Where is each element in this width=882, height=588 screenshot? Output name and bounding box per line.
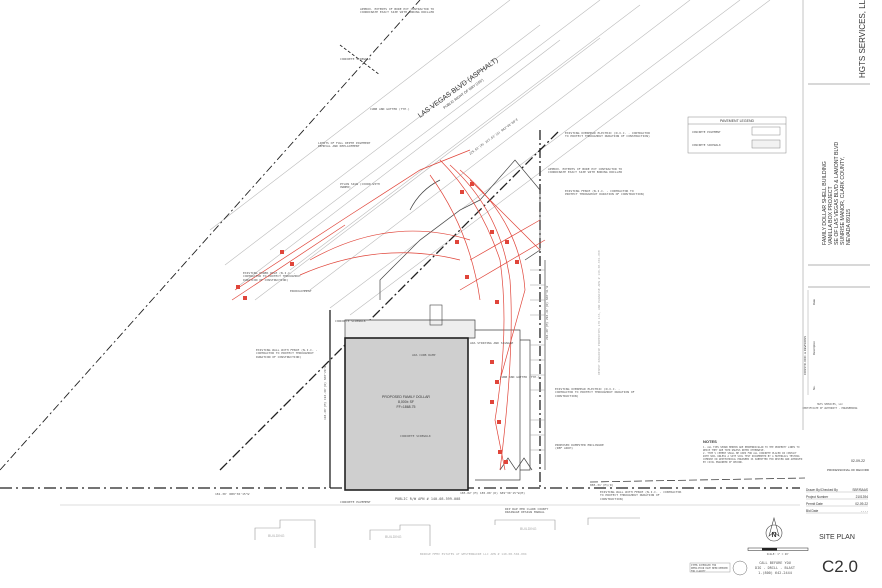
project-line-2: VANILLA BOX PROJECT xyxy=(828,185,834,245)
legend-title: PAVEMENT LEGEND xyxy=(720,119,755,123)
callout-overhead-electric-1: EXISTING OVERHEAD ELECTRIC (N.I.C. - CON… xyxy=(565,132,650,139)
rev-col-date: Date xyxy=(812,299,816,305)
north-arrow: N xyxy=(765,516,783,542)
certificate-line-1: HGTS SERVICES, LLC xyxy=(817,403,843,406)
callout-overhead-electric-2: EXISTING OVERHEAD ELECTRIC (N.I.C. - CON… xyxy=(555,388,635,398)
pavement-legend: PAVEMENT LEGEND CONCRETE PAVEMENT CONCRE… xyxy=(687,116,787,154)
callout-fence: EXISTING FENCE (N.I.C. - CONTRACTOR TO P… xyxy=(565,190,645,197)
title-block: HGTS SERVICES, LLC. FAMILY DOLLAR SHELL … xyxy=(803,0,870,576)
callout-dumpster: PROPOSED DUMPSTER ENCLOSURE (REF ARCH) xyxy=(555,444,604,451)
sheet-title: SITE PLAN xyxy=(819,534,855,541)
callout-ada-ramp: ADA CURB RAMP xyxy=(412,353,436,357)
info-value-project: 2101394 xyxy=(856,495,869,499)
sheet-number: C2.0 xyxy=(822,557,858,576)
adjacent-south: BRIDGE MFMV ESTATES AT WESTERNAIRE LLC A… xyxy=(420,552,527,556)
info-label-bid: Bid Date xyxy=(806,509,818,513)
callout-pylon: PYLON SIGN (COORD WITH OWNER) xyxy=(340,183,380,190)
project-info-table: Drawn By/Checked By SBF/BAAS Project Num… xyxy=(806,488,869,514)
north-arrow-icon xyxy=(768,516,780,537)
callout-curb-gutter-top: CURB AND GUTTER (TYP.) xyxy=(370,107,410,111)
legend-item-concrete-pavement: CONCRETE PAVEMENT xyxy=(692,130,721,134)
ada-ramp xyxy=(429,304,443,326)
street-label-group: LAS VEGAS BLVD (ASPHALT) PUBLIC RIGHT OF… xyxy=(417,57,500,120)
callout-curb-gutter: CURB AND GUTTER (TYP.) xyxy=(500,375,540,379)
dig-notice: CALL BEFORE YOU DIG - DRILL - BLAST 1-(8… xyxy=(689,560,796,576)
callout-wall-fence: EXISTING WALL WITH FENCE (N.I.C. - CONTR… xyxy=(256,349,318,359)
building-ext-label-2: BUILDING xyxy=(385,535,402,539)
dist-sw: 181.30' N89°30'15"W xyxy=(215,492,250,496)
building-label-2: 8,000± SF xyxy=(398,400,414,404)
seal-date: 02-09-22 xyxy=(851,459,865,463)
callout-concrete-sidewalk-2: CONCRETE SIDEWALK xyxy=(400,434,431,438)
callout-rip-rap: RIP RAP PER CLARK COUNTY DRAINAGE DESIGN… xyxy=(505,508,549,515)
parking-stripes xyxy=(530,269,545,451)
project-line-4: SUNRISE MANOR, CLARK COUNTY, xyxy=(840,157,846,245)
info-label-permit: Permit Date xyxy=(806,502,823,506)
public-row-label: PUBLIC R/W APN # 140-08-599-008 xyxy=(395,497,460,501)
scale-label: SCALE: 1" = 20' xyxy=(767,552,790,556)
bore-pit-markers xyxy=(236,182,519,464)
building-ext-label-1: BUILDING xyxy=(268,534,285,538)
note-1: 1. ALL TIES SHOWN HEREON ARE PERPENDICUL… xyxy=(703,446,800,452)
bearing-south: 185.02'(M) 185.00'(D) S89°30'15"W(M) xyxy=(460,491,525,495)
revisions-header: CONSTR. DOC. & REVISIONS xyxy=(803,336,807,375)
demo-removed-note: ITEMS SCHEDULED FOR DEMOLITION HAVE BEEN… xyxy=(691,564,728,572)
info-value-permit: 02-09-22 xyxy=(855,502,868,506)
street-name: LAS VEGAS BLVD (ASPHALT) xyxy=(417,57,500,120)
note-2: 2. TYPE V CEMENT SHALL BE USED FOR ALL C… xyxy=(703,452,803,464)
info-label-drawn: Drawn By/Checked By xyxy=(806,488,838,492)
callout-concrete-sidewalk: CONCRETE SIDEWALK xyxy=(335,319,366,323)
info-label-project: Project Number xyxy=(806,495,829,499)
proposed-building xyxy=(344,337,469,491)
project-line-5: NEVADA 89115 xyxy=(846,209,852,245)
callout-concrete-pavement: CONCRETE PAVEMENT xyxy=(340,500,371,504)
dig-logo-icon xyxy=(732,560,748,576)
building-label-1: PROPOSED FAMILY DOLLAR xyxy=(382,395,430,399)
info-value-bid: - - - - xyxy=(861,509,868,513)
row-line-west xyxy=(0,0,421,471)
property-line-north xyxy=(219,129,561,471)
adjacent-east: DESERT PARADISE PROPERTIES LTD LTA, AND … xyxy=(597,250,601,375)
adjacent-buildings xyxy=(254,517,640,548)
bearing-west: 194.40'(M) 194.39'(D) S00°29'W xyxy=(323,366,327,420)
building-ext-label-3: BUILDING xyxy=(520,527,537,531)
company-name: HGTS SERVICES, LLC. xyxy=(858,0,867,78)
street-lines xyxy=(209,0,771,316)
notes-title: NOTES xyxy=(703,439,717,444)
callout-bore-pit-top: APPROX. EXTENTS OF BORE PIT CONTRACTOR T… xyxy=(360,8,435,15)
callout-limits: LIMITS OF FULL DEPTH PAVEMENT REMOVAL AN… xyxy=(318,142,371,149)
callout-power-pole: EXISTING POWER POLE (N.I.C. - CONTRACTOR… xyxy=(243,272,301,282)
north-label: N xyxy=(771,532,776,539)
callout-bore-pit: APPROX. EXTENTS OF BORE PIT CONTRACTOR T… xyxy=(548,168,623,175)
professional-of-record: PROFESSIONAL OF RECORD xyxy=(827,468,870,472)
rev-col-description: Description xyxy=(812,341,816,355)
legend-item-concrete-sidewalk: CONCRETE SIDEWALK xyxy=(692,143,721,147)
dist-se: 885.31'(M)(D) xyxy=(590,483,614,487)
project-line-3: SE OF LAS VEGAS BLVD & LAMONT BLVD xyxy=(834,142,840,245)
certificate-line-2: CERTIFICATE OF AUTHORITY - ENGINEERING xyxy=(803,407,858,410)
building-label-3: FF=1868.75 xyxy=(397,405,416,409)
bearing-east: 294.40'(M) 294.41'(D) S00°31'W xyxy=(545,286,549,340)
dig-line-1: CALL BEFORE YOU xyxy=(759,561,791,565)
callout-encroachment: ENCROACHMENT xyxy=(290,289,312,293)
callout-wall-fence-2: EXISTING WALL WITH FENCE (N.I.C. - CONTR… xyxy=(600,491,682,501)
callout-ada-striping: ADA STRIPING AND SIGNAGE xyxy=(470,341,514,345)
site-paving xyxy=(344,159,546,481)
notes: NOTES 1. ALL TIES SHOWN HEREON ARE PERPE… xyxy=(589,439,806,483)
project-line-1: FAMILY DOLLAR SHELL BUILDING xyxy=(822,161,828,245)
dig-line-2: DIG - DRILL - BLAST xyxy=(755,566,796,570)
scale-bar: SCALE: 1" = 20' xyxy=(747,547,809,556)
rev-col-no: No. xyxy=(812,385,816,390)
callout-concrete-sidewalk-top: CONCRETE SIDEWALK xyxy=(340,57,371,61)
info-value-drawn: SBF/BAAS xyxy=(852,488,868,492)
dig-line-3: 1-(800) 642-2444 xyxy=(758,571,792,575)
